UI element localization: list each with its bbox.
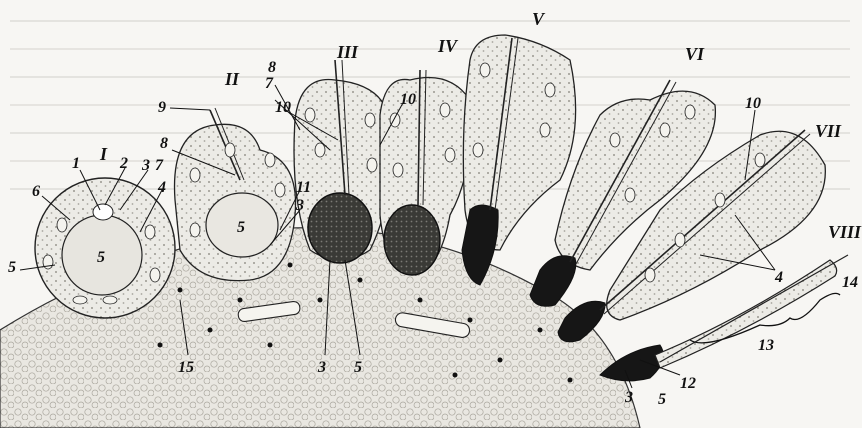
label-11: 11 (296, 179, 311, 196)
label-14: 14 (842, 274, 858, 291)
label-5-bottom: 5 (354, 359, 362, 376)
label-9: 9 (158, 99, 166, 116)
label-15: 15 (178, 359, 194, 376)
stage-label-VI: VI (685, 44, 705, 64)
label-8-right: 8 (268, 59, 276, 76)
label-10-left: 10 (275, 99, 291, 116)
label-5-left: 5 (8, 259, 16, 276)
stage-label-IV: IV (437, 36, 459, 56)
label-8-left: 8 (160, 135, 168, 152)
label-7-right: 7 (265, 75, 274, 92)
label-7: 7 (155, 157, 164, 174)
label-12: 12 (680, 375, 696, 392)
label-5-mid: 5 (237, 219, 245, 236)
stage-I-spermatid (35, 178, 175, 318)
label-5-lower: 5 (658, 391, 666, 408)
label-3: 3 (141, 157, 150, 174)
label-3-lower: 3 (624, 389, 633, 406)
label-2: 2 (119, 155, 128, 172)
stage-label-III: III (336, 42, 359, 62)
label-4: 4 (157, 179, 166, 196)
label-10-mid: 10 (400, 91, 416, 108)
label-5-nucleus: 5 (97, 249, 105, 266)
stage-label-II: II (224, 69, 240, 89)
label-3-bottom: 3 (317, 359, 326, 376)
stage-label-I: I (99, 144, 108, 164)
label-6: 6 (32, 183, 40, 200)
label-4-right: 4 (774, 269, 783, 286)
stage-label-V: V (532, 9, 546, 29)
label-13: 13 (758, 337, 774, 354)
label-1: 1 (72, 155, 80, 172)
stage-label-VII: VII (815, 121, 842, 141)
label-3-mid: 3 (295, 197, 304, 214)
label-10-right: 10 (745, 95, 761, 112)
stage-label-VIII: VIII (828, 222, 862, 242)
